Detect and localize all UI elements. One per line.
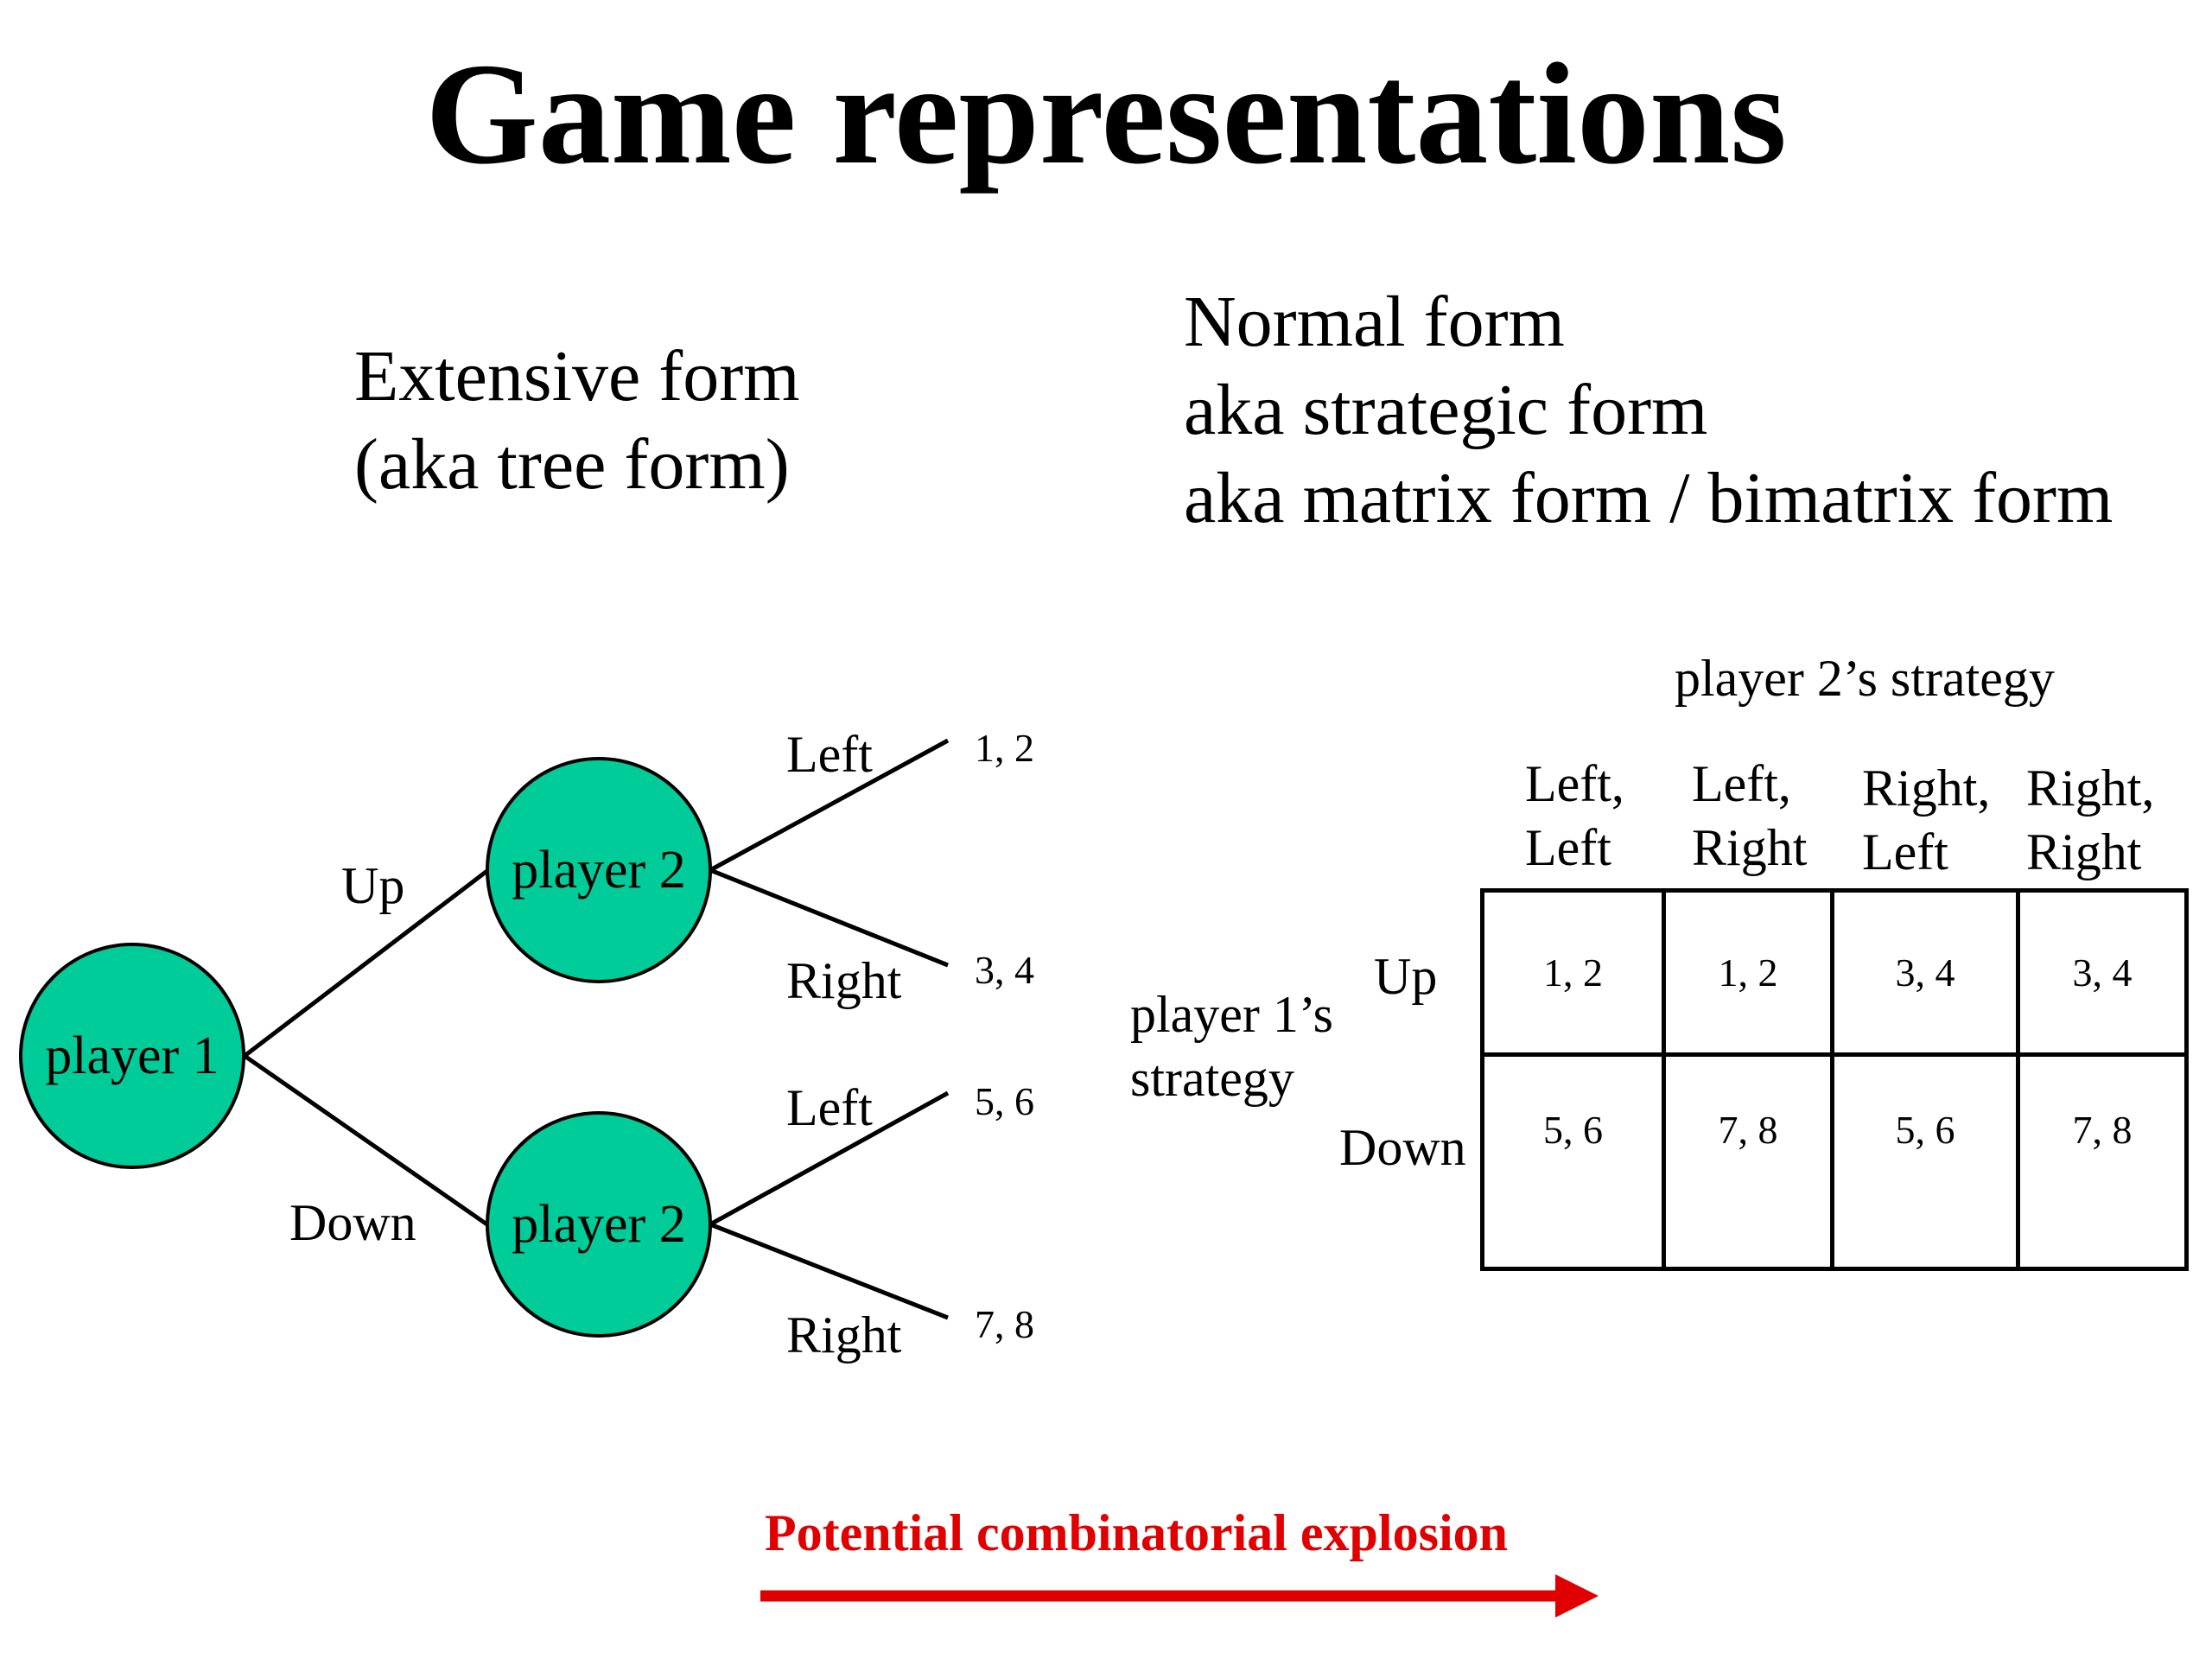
edge-down bbox=[243, 1053, 490, 1228]
col-header-2-line-1: Left, bbox=[1692, 755, 1791, 812]
edge-upper-left bbox=[709, 738, 950, 873]
col-header-3: Right, Left bbox=[1862, 756, 1990, 884]
extensive-heading-line-1: Extensive form bbox=[354, 336, 800, 416]
edge-lower-right bbox=[709, 1222, 949, 1320]
col-header-3-line-2: Left bbox=[1862, 823, 1948, 880]
col-header-4: Right, Right bbox=[2026, 756, 2154, 884]
matrix-row-up: 1, 2 1, 2 3, 4 3, 4 bbox=[1480, 888, 2189, 1057]
edge-label-lower-left: Left bbox=[786, 1079, 873, 1136]
matrix-cell: 5, 6 bbox=[1830, 1052, 2020, 1271]
slide-title: Game representations bbox=[425, 34, 1787, 194]
matrix-cell: 7, 8 bbox=[1662, 1052, 1834, 1271]
normal-form-heading: Normal form aka strategic form aka matri… bbox=[1184, 278, 2113, 543]
node-label-player-2-lower: player 2 bbox=[512, 1195, 686, 1254]
col-header-2-line-2: Right bbox=[1692, 819, 1808, 876]
player-2-strategy-label: player 2’s strategy bbox=[1675, 650, 2055, 707]
matrix-cell: 1, 2 bbox=[1480, 888, 1666, 1057]
col-header-3-line-1: Right, bbox=[1862, 760, 1991, 817]
edge-label-down: Down bbox=[289, 1194, 416, 1251]
col-header-4-line-1: Right, bbox=[2026, 760, 2155, 817]
edge-up bbox=[243, 868, 490, 1058]
node-player-1 bbox=[19, 943, 245, 1169]
node-player-2-lower bbox=[486, 1111, 712, 1338]
payoff-1: 1, 2 bbox=[975, 726, 1034, 770]
payoff-matrix: 1, 2 1, 2 3, 4 3, 4 5, 6 7, 8 5, 6 7, 8 bbox=[1480, 888, 2189, 1271]
matrix-row-down: 5, 6 7, 8 5, 6 7, 8 bbox=[1480, 1052, 2189, 1271]
extensive-form-heading: Extensive form (aka tree form) bbox=[354, 333, 800, 509]
col-header-1-line-2: Left bbox=[1525, 819, 1611, 876]
combinatorial-explosion-text: Potential combinatorial explosion bbox=[765, 1504, 1508, 1561]
player-1-strategy-label: player 1’s strategy bbox=[1130, 982, 1333, 1110]
row-header-up: Up bbox=[1374, 948, 1438, 1005]
payoff-2: 3, 4 bbox=[975, 948, 1034, 992]
node-label-player-2-upper: player 2 bbox=[512, 841, 686, 899]
edge-label-upper-left: Left bbox=[786, 726, 873, 783]
edge-label-upper-right: Right bbox=[786, 952, 902, 1009]
edge-upper-right bbox=[709, 868, 949, 968]
col-header-2: Left, Right bbox=[1692, 752, 1807, 880]
matrix-cell: 3, 4 bbox=[1830, 888, 2020, 1057]
matrix-cell: 7, 8 bbox=[2016, 1052, 2189, 1271]
col-header-4-line-2: Right bbox=[2026, 823, 2142, 880]
explosion-arrow-head bbox=[1555, 1574, 1599, 1618]
node-label-player-1: player 1 bbox=[45, 1027, 219, 1085]
player-1-strategy-line-2: strategy bbox=[1130, 1050, 1294, 1107]
edge-lower-left bbox=[709, 1090, 950, 1227]
matrix-cell: 3, 4 bbox=[2016, 888, 2189, 1057]
normal-heading-line-3: aka matrix form / bimatrix form bbox=[1184, 458, 2113, 538]
row-header-down: Down bbox=[1339, 1119, 1466, 1176]
extensive-heading-line-2: (aka tree form) bbox=[354, 424, 790, 505]
normal-heading-line-1: Normal form bbox=[1184, 282, 1565, 362]
payoff-3: 5, 6 bbox=[975, 1079, 1034, 1123]
matrix-cell: 1, 2 bbox=[1662, 888, 1834, 1057]
edge-label-up: Up bbox=[341, 857, 405, 914]
matrix-cell: 5, 6 bbox=[1480, 1052, 1666, 1271]
edge-label-lower-right: Right bbox=[786, 1306, 902, 1363]
node-player-2-upper bbox=[486, 757, 712, 983]
player-1-strategy-line-1: player 1’s bbox=[1130, 986, 1333, 1043]
col-header-1: Left, Left bbox=[1525, 752, 1624, 880]
payoff-4: 7, 8 bbox=[975, 1302, 1034, 1346]
normal-heading-line-2: aka strategic form bbox=[1184, 370, 1708, 450]
col-header-1-line-1: Left, bbox=[1525, 755, 1624, 812]
